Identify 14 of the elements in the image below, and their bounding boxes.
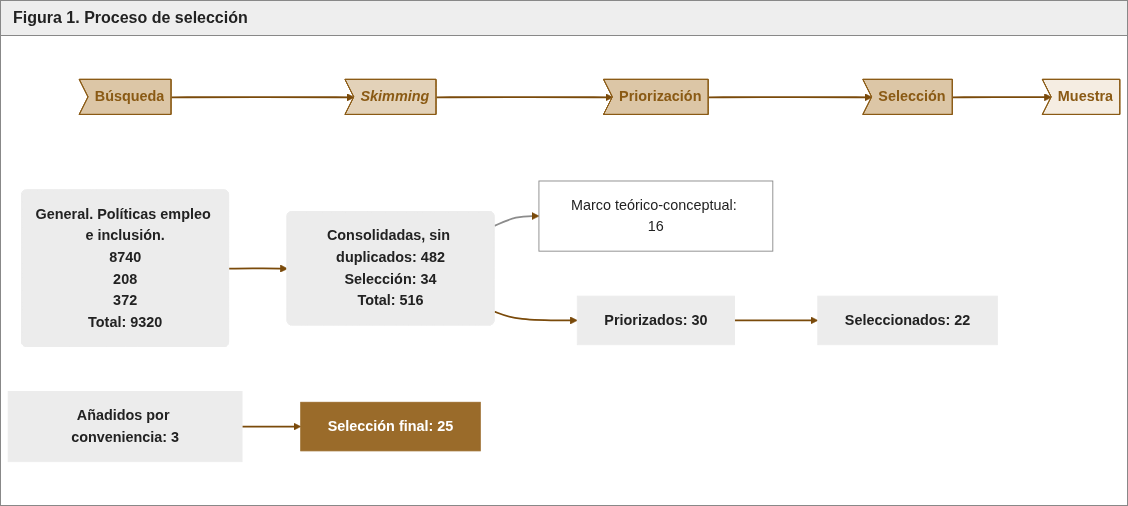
node-box: Añadidos por conveniencia: 3 bbox=[7, 391, 243, 463]
arrow bbox=[170, 93, 355, 102]
arrow bbox=[493, 212, 540, 227]
node-box: Priorizados: 30 bbox=[576, 295, 735, 346]
arrow bbox=[493, 310, 578, 325]
node-box: Marco teórico-conceptual: 16 bbox=[538, 180, 774, 252]
figure-title: Figura 1. Proceso de selección bbox=[1, 1, 1127, 36]
arrow bbox=[228, 264, 288, 273]
arrow bbox=[707, 93, 873, 102]
arrow bbox=[241, 422, 302, 431]
node-box: Selección final: 25 bbox=[300, 401, 481, 452]
node-box: Seleccionados: 22 bbox=[817, 295, 998, 346]
arrow bbox=[733, 316, 819, 325]
arrow bbox=[951, 93, 1052, 102]
